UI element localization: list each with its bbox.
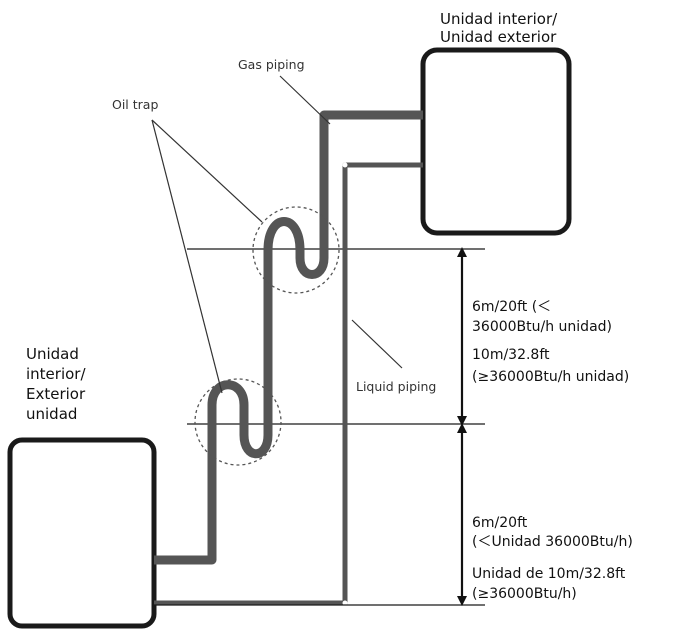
gas-piping-leader <box>279 75 331 125</box>
upper-dimension-text-line2: 36000Btu/h unidad) <box>472 319 612 335</box>
lower-dimension-text-line3: Unidad de 10m/32.8ft <box>472 566 626 582</box>
upper-dimension-text-line4: (≥36000Btu/h unidad) <box>472 369 630 385</box>
liquid-pipe-bend-dot <box>342 162 348 168</box>
lower-dimension-text-line4: (≥36000Btu/h) <box>472 586 577 602</box>
liquid-pipe-bend-dot <box>342 600 348 606</box>
upper-unit-label-line2: Unidad exterior <box>440 28 557 46</box>
lower-unit-label-line2: interior/ <box>26 365 86 383</box>
lower-unit-box <box>7 437 157 629</box>
lower-unit-label-line3: Exterior <box>26 385 86 403</box>
lower-dimension-text-line1: 6m/20ft <box>472 515 528 531</box>
liquid-piping-label: Liquid piping <box>356 379 437 394</box>
oil-trap-circle-lower <box>194 378 282 466</box>
upper-dimension-text-line1: 6m/20ft (＜ <box>472 299 552 315</box>
upper-dimension-text-line3: 10m/32.8ft <box>472 347 550 363</box>
oil-trap-leader <box>151 119 223 394</box>
liquid-piping-leader <box>351 319 403 369</box>
gas-piping-label: Gas piping <box>238 57 305 72</box>
gas-pipe <box>154 110 423 565</box>
lower-dimension-text-line2: (＜Unidad 36000Btu/h) <box>472 534 633 550</box>
oil-trap-circle-upper <box>252 206 340 294</box>
oil-trap-leader <box>151 119 263 223</box>
oil-trap-label: Oil trap <box>112 97 159 112</box>
upper-unit-box <box>420 47 572 236</box>
upper-unit-label-line1: Unidad interior/ <box>440 10 558 28</box>
lower-unit-label-line1: Unidad <box>26 345 79 363</box>
lower-unit-label-line4: unidad <box>26 405 78 423</box>
liquid-pipe <box>154 162 423 606</box>
